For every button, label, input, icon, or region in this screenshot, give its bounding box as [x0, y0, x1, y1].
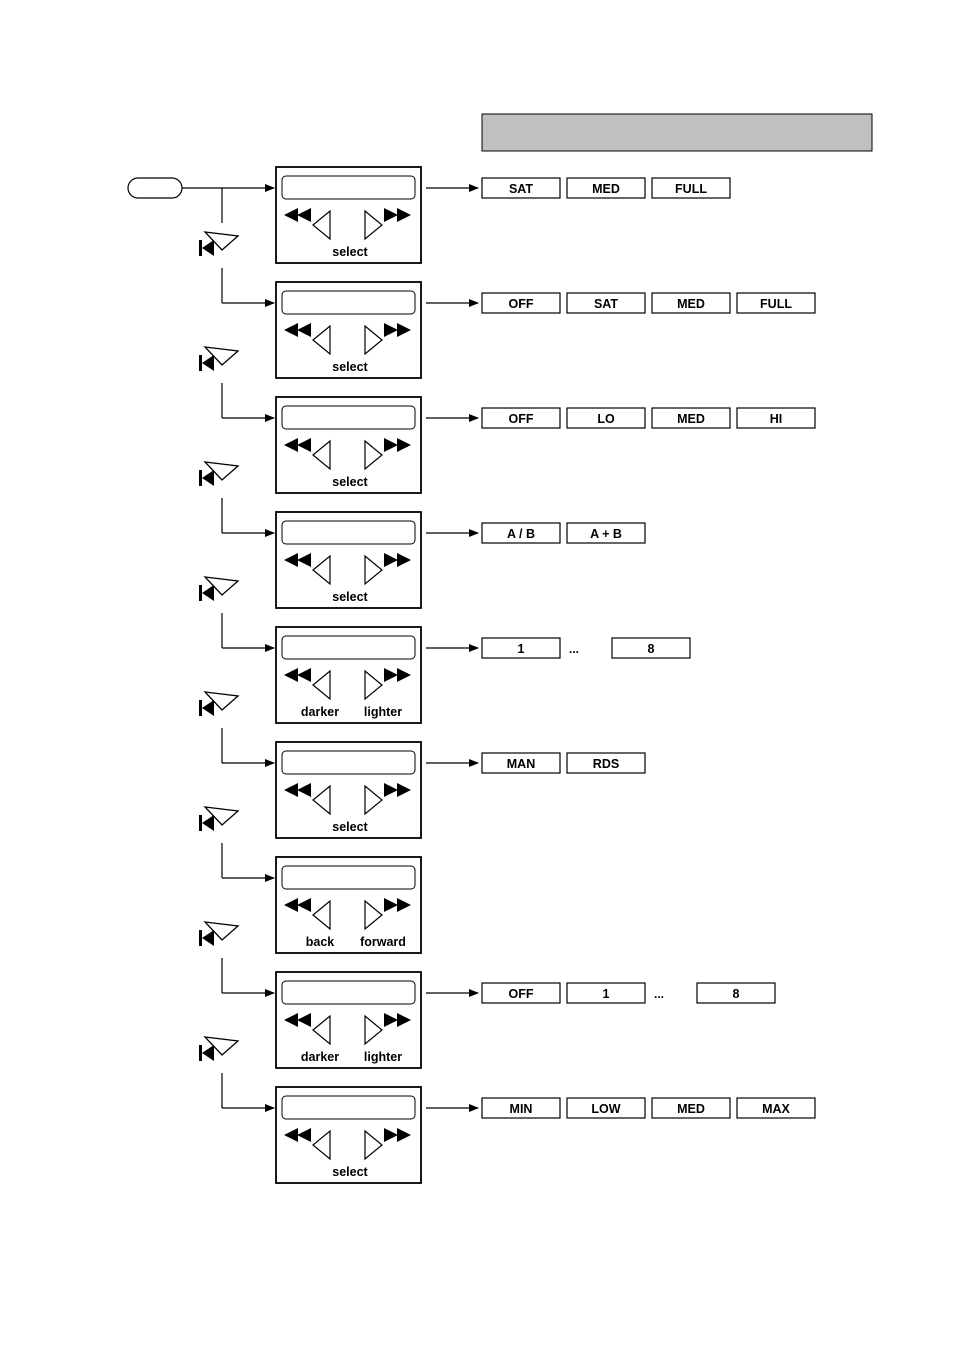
screen-label: select — [332, 590, 368, 604]
option-ellipsis: ... — [654, 987, 664, 1001]
header-box — [482, 114, 872, 151]
screen-label: select — [332, 245, 368, 259]
screen-label: select — [332, 475, 368, 489]
option-label: SAT — [509, 182, 533, 196]
display-field — [282, 981, 415, 1004]
screen-label-right: forward — [360, 935, 406, 949]
option-label: LOW — [591, 1102, 620, 1116]
next-key-icon[interactable] — [199, 692, 238, 716]
option-label: OFF — [509, 987, 534, 1001]
display-field — [282, 176, 415, 199]
option-label: MED — [677, 1102, 705, 1116]
screen-label: select — [332, 360, 368, 374]
screen-label-right: lighter — [364, 705, 402, 719]
menu-step-4: select A / B A + B — [199, 512, 645, 648]
next-key-icon[interactable] — [199, 232, 238, 256]
display-field — [282, 521, 415, 544]
option-label: FULL — [675, 182, 707, 196]
display-field — [282, 406, 415, 429]
next-key-icon[interactable] — [199, 347, 238, 371]
option-ellipsis: ... — [569, 642, 579, 656]
option-label: FULL — [760, 297, 792, 311]
option-label: 1 — [603, 987, 610, 1001]
next-key-icon[interactable] — [199, 577, 238, 601]
screen-label: select — [332, 820, 368, 834]
option-label: MED — [677, 412, 705, 426]
next-key-icon[interactable] — [199, 462, 238, 486]
option-label: SAT — [594, 297, 618, 311]
display-field — [282, 636, 415, 659]
option-label: MAX — [762, 1102, 790, 1116]
display-field — [282, 1096, 415, 1119]
option-label: MED — [677, 297, 705, 311]
menu-step-6: select MAN RDS — [199, 742, 645, 878]
next-key-icon[interactable] — [199, 1037, 238, 1061]
option-label: A / B — [507, 527, 535, 541]
option-label: 8 — [733, 987, 740, 1001]
option-label: HI — [770, 412, 783, 426]
display-field — [282, 866, 415, 889]
option-label: OFF — [509, 412, 534, 426]
option-label: MIN — [510, 1102, 533, 1116]
screen-label-left: darker — [301, 1050, 339, 1064]
display-field — [282, 751, 415, 774]
option-label: 8 — [648, 642, 655, 656]
next-key-icon[interactable] — [199, 807, 238, 831]
option-label: RDS — [593, 757, 619, 771]
next-key-icon[interactable] — [199, 922, 238, 946]
menu-step-5: darker lighter 1... 8 — [199, 627, 690, 763]
menu-step-9: select MIN LOW MED MAX — [222, 1087, 815, 1183]
screen-label-right: lighter — [364, 1050, 402, 1064]
screen-label-left: darker — [301, 705, 339, 719]
screen-label: select — [332, 1165, 368, 1179]
display-field — [282, 291, 415, 314]
option-label: MED — [592, 182, 620, 196]
option-label: MAN — [507, 757, 535, 771]
screen-label-left: back — [306, 935, 335, 949]
option-label: A + B — [590, 527, 622, 541]
option-label: LO — [597, 412, 615, 426]
start-key[interactable] — [128, 178, 182, 198]
option-label: OFF — [509, 297, 534, 311]
option-label: 1 — [518, 642, 525, 656]
